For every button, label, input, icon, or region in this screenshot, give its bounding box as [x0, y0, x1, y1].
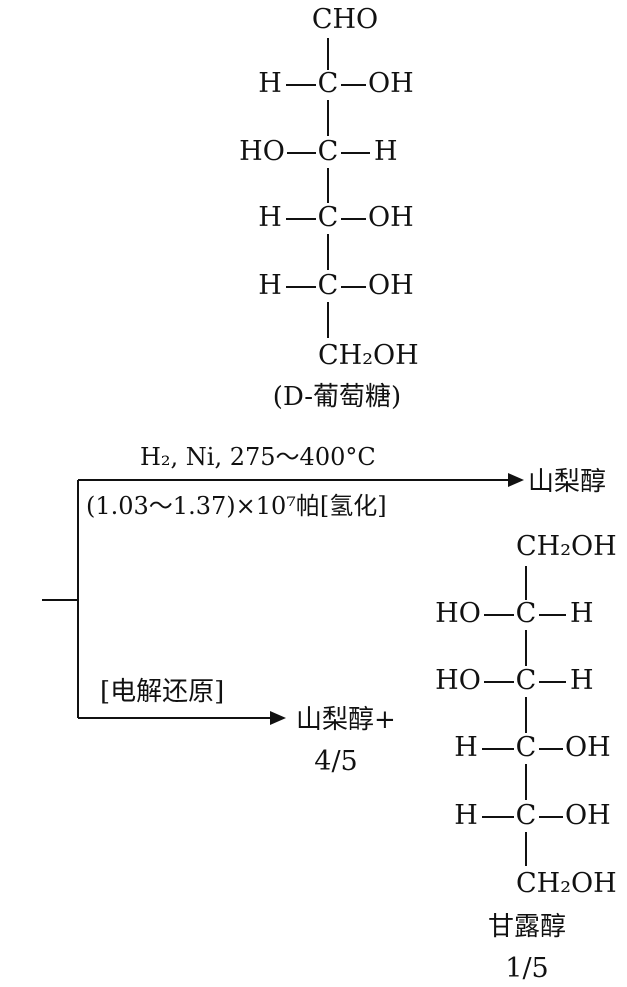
hydrogenation-arrowhead: [508, 473, 524, 487]
electrolysis-arrowhead: [270, 711, 286, 725]
mannitol-row3-left: H: [454, 732, 478, 763]
glucose-row4-right: OH: [368, 270, 414, 301]
glucose-name: (D-葡萄糖): [273, 382, 401, 412]
mannitol-bottom-group: CH₂OH: [516, 868, 617, 899]
glucose-row1-center: C: [318, 68, 339, 99]
mannitol-row1-center: C: [516, 598, 537, 629]
sorbitol-product-lower: 山梨醇+: [296, 705, 396, 735]
hydrogenation-condition-top: H₂, Ni, 275～400°C: [140, 443, 376, 471]
glucose-row2-right: H: [374, 136, 398, 167]
electrolysis-condition: [电解还原]: [100, 677, 224, 707]
sorbitol-product-upper: 山梨醇: [528, 467, 606, 497]
glucose-row2-left: HO: [239, 136, 285, 167]
reaction-branches: H₂, Ni, 275～400°C (1.03～1.37)×10⁷帕[氢化] 山…: [42, 443, 606, 777]
glucose-row3-right: OH: [368, 202, 414, 233]
mannitol-row1-right: H: [570, 598, 594, 629]
mannitol-top-group: CH₂OH: [516, 531, 617, 562]
hydrogenation-condition-bottom: (1.03～1.37)×10⁷帕[氢化]: [86, 492, 387, 520]
mannitol-row2-center: C: [516, 665, 537, 696]
glucose-structure: CHO H C OH HO C H H C OH H C OH CH₂OH (D…: [239, 4, 419, 412]
glucose-row3-center: C: [318, 202, 339, 233]
mannitol-row2-right: H: [570, 665, 594, 696]
glucose-row1-right: OH: [368, 68, 414, 99]
mannitol-row1-left: HO: [435, 598, 481, 629]
glucose-row3-left: H: [258, 202, 282, 233]
glucose-top-group: CHO: [312, 4, 378, 35]
mannitol-row3-right: OH: [565, 732, 611, 763]
mannitol-structure: CH₂OH HO C H HO C H H C OH H C OH CH₂OH …: [435, 531, 617, 984]
mannitol-row4-right: OH: [565, 800, 611, 831]
glucose-row2-center: C: [318, 136, 339, 167]
mannitol-name: 甘露醇: [488, 912, 566, 942]
glucose-bottom-group: CH₂OH: [318, 340, 419, 371]
glucose-row4-left: H: [258, 270, 282, 301]
mannitol-row2-left: HO: [435, 665, 481, 696]
mannitol-row3-center: C: [516, 732, 537, 763]
mannitol-row4-center: C: [516, 800, 537, 831]
sorbitol-ratio: 4/5: [314, 746, 357, 777]
glucose-row4-center: C: [318, 270, 339, 301]
mannitol-ratio: 1/5: [505, 953, 548, 984]
mannitol-row4-left: H: [454, 800, 478, 831]
glucose-row1-left: H: [258, 68, 282, 99]
